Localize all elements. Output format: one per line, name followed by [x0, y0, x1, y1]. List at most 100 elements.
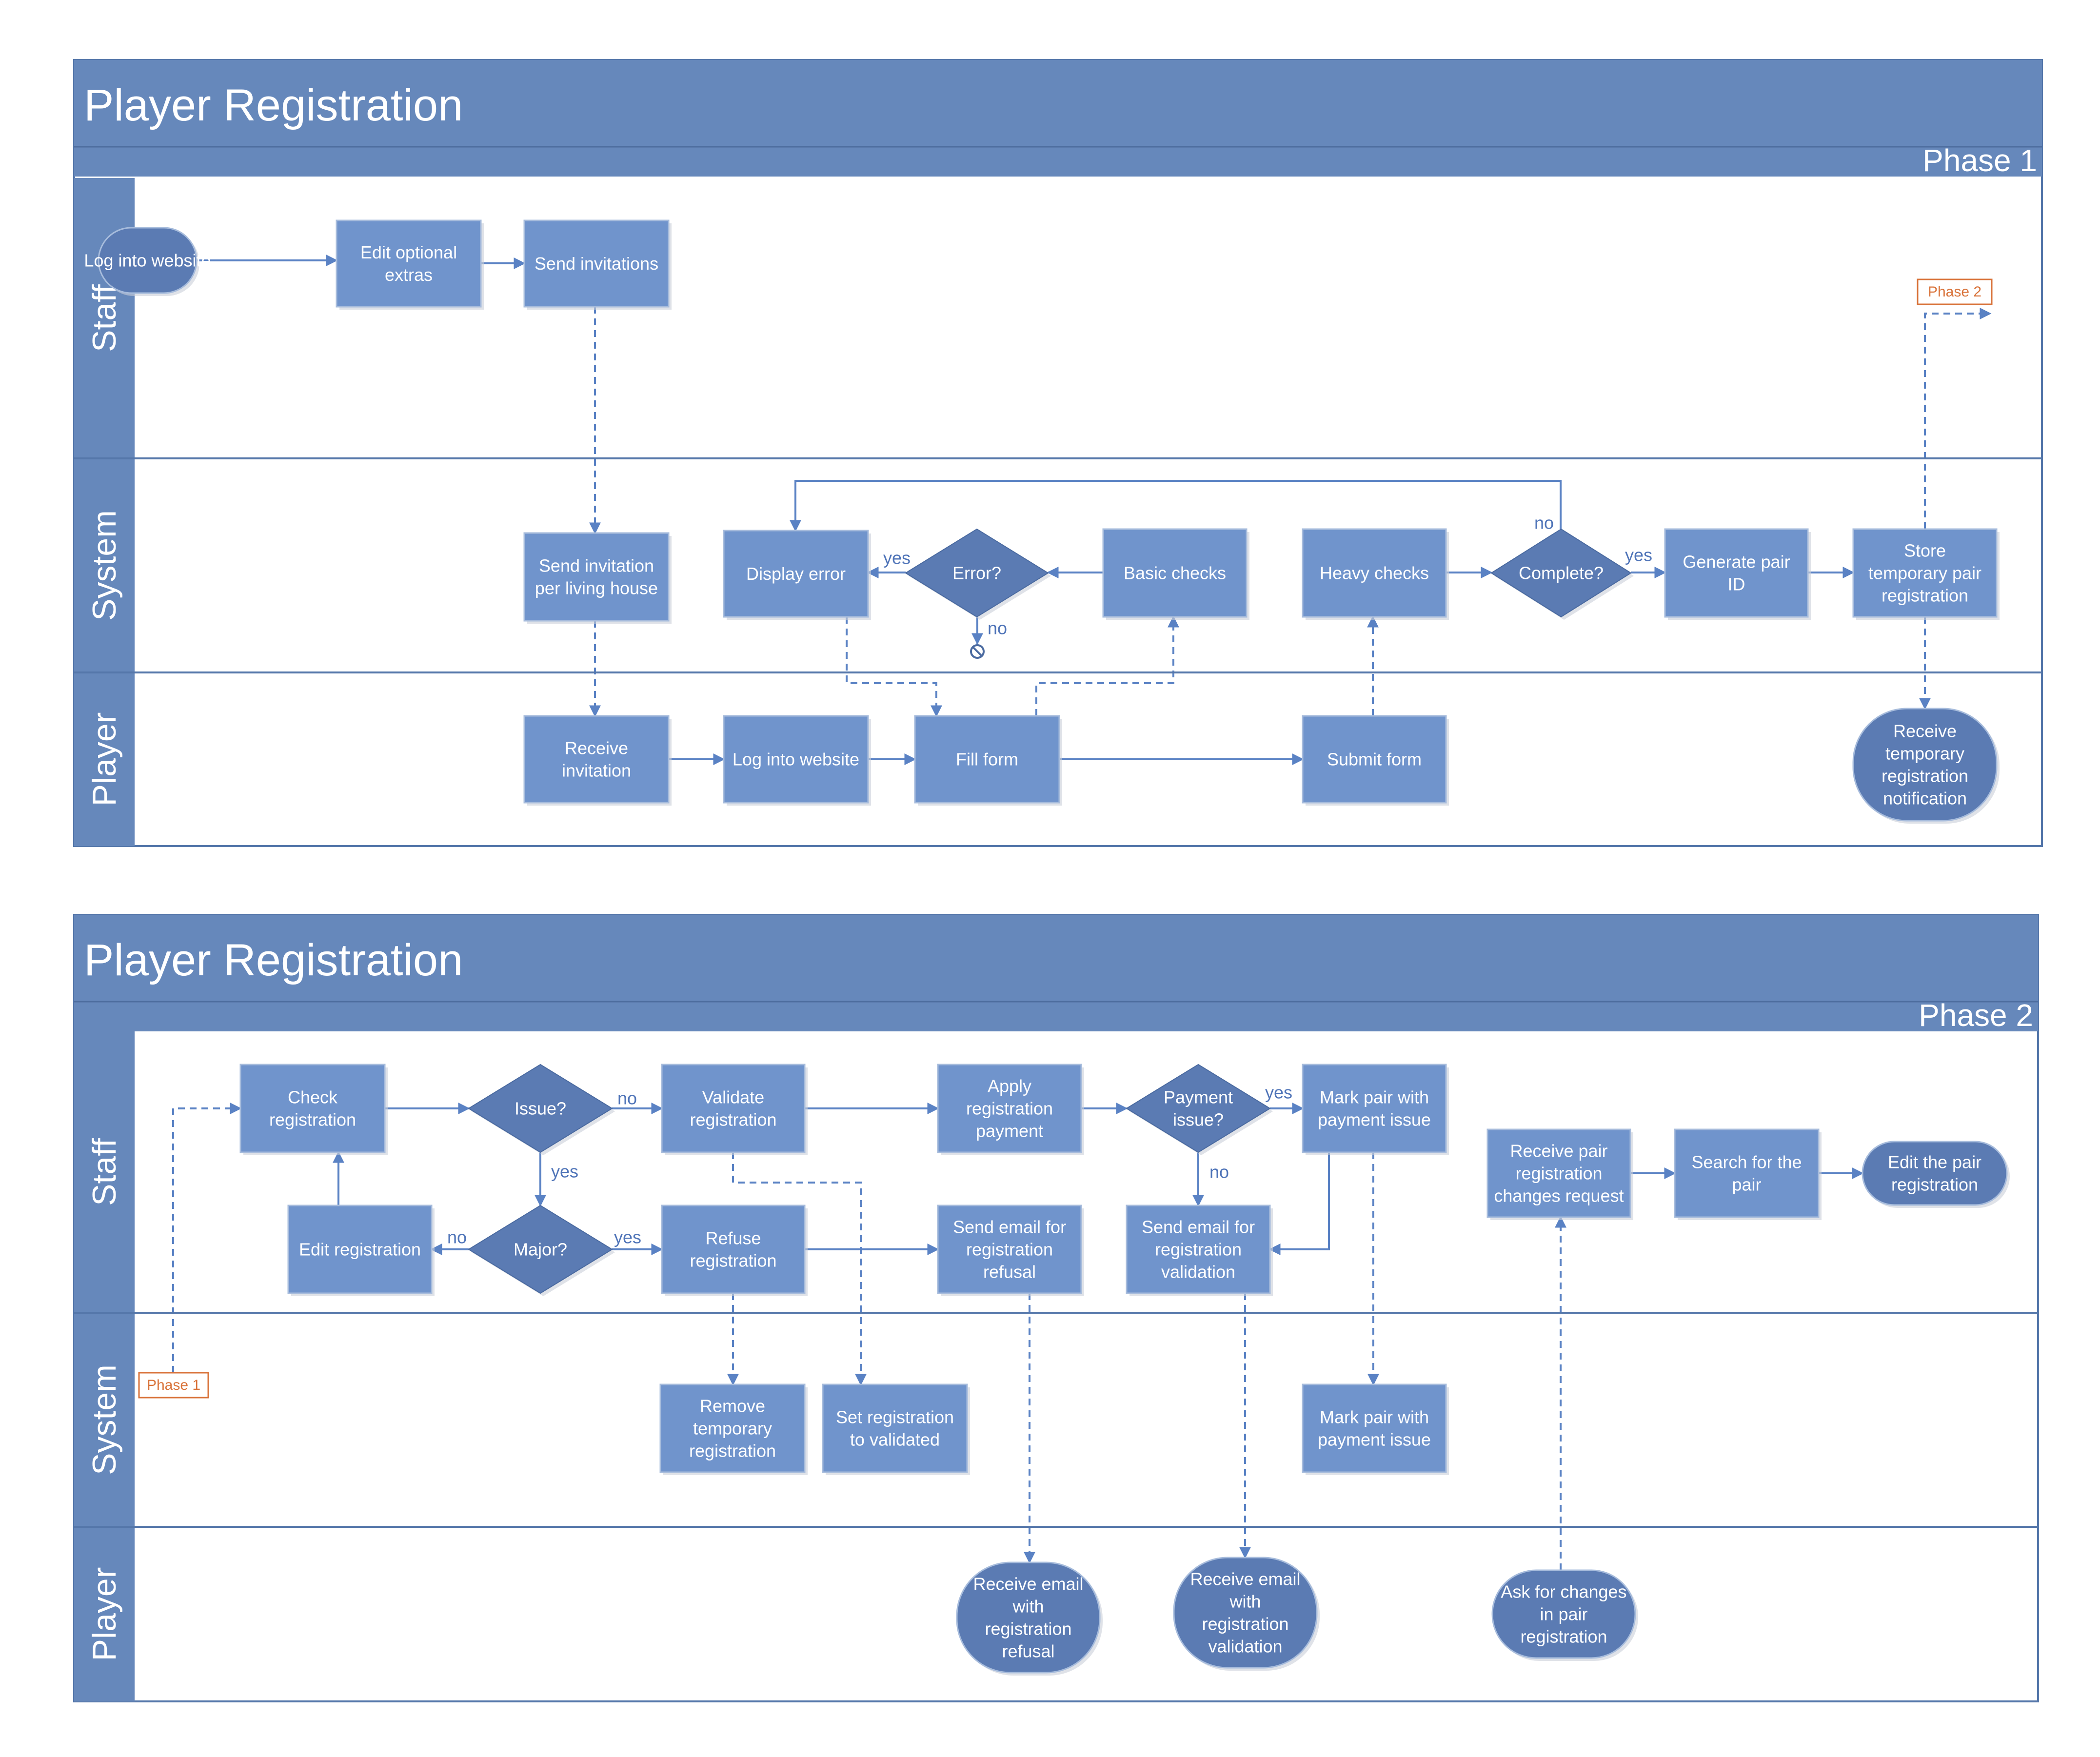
basic-checks-step: Basic checks [1102, 528, 1249, 620]
issue-decision: Issue? [468, 1064, 615, 1155]
node-label-line: payment issue [1318, 1110, 1431, 1130]
node-label-line: Store [1904, 540, 1946, 560]
lane-label-player: Player [86, 712, 123, 807]
node-label-line: refusal [1002, 1641, 1054, 1661]
node-label-line: registration [1202, 1614, 1288, 1634]
lane-header-staff [74, 1031, 135, 1313]
process-shape [1302, 1064, 1447, 1153]
terminator-shape [1173, 1557, 1318, 1669]
process-shape [523, 532, 670, 622]
log-into-website-terminator: Log into website [84, 227, 211, 296]
node-label-line: Issue? [515, 1099, 566, 1119]
node-label-line: registration [966, 1099, 1053, 1119]
terminator-shape [98, 227, 198, 294]
node-label-line: Basic checks [1124, 563, 1226, 583]
node-label-line: Ask for changes [1501, 1581, 1626, 1601]
process-shape [1674, 1128, 1820, 1218]
process-shape [523, 219, 670, 308]
edge-label-yes: yes [883, 548, 911, 568]
check-registration-step: Check registration [239, 1064, 388, 1155]
page-reference-box [138, 1372, 209, 1399]
node-label-line: Check [288, 1087, 338, 1107]
node-label-line: Receive pair [1510, 1141, 1607, 1161]
dashed-connector-19 [1924, 308, 1992, 529]
node-label-line: Receive email [973, 1574, 1083, 1594]
node-label-line: Receive [1893, 721, 1957, 741]
node-label-line: Generate pair [1683, 552, 1790, 572]
node-label-line: with [1012, 1596, 1044, 1616]
terminator-shape [956, 1561, 1101, 1674]
node-label-line: in pair [1540, 1604, 1587, 1624]
display-error-step: Display error [723, 530, 871, 620]
dashed-connector-20 [172, 1103, 242, 1373]
node-label-line: to validated [850, 1430, 940, 1450]
process-shape [1664, 528, 1809, 618]
dashed-connector-8 [846, 617, 942, 717]
process-shape [661, 1064, 806, 1153]
node-label-line: Apply [988, 1076, 1031, 1096]
edge-label-no: no [1534, 513, 1554, 533]
decision-shape [468, 1204, 613, 1294]
process-shape [336, 219, 482, 308]
node-label-line: ID [1728, 574, 1745, 594]
edge-label-no: no [447, 1227, 467, 1247]
edit-registration-step: Edit registration [287, 1204, 435, 1296]
node-label-line: registration [690, 1110, 776, 1130]
node-label-line: registration [1891, 1175, 1978, 1195]
decision-shape [1126, 1064, 1271, 1153]
node-label-line: Edit registration [299, 1240, 421, 1260]
node-label-line: registration [689, 1441, 776, 1461]
process-shape [914, 715, 1060, 804]
node-label-line: extras [385, 265, 433, 285]
node-label-line: registration [985, 1619, 1071, 1639]
node-label-line: notification [1883, 789, 1967, 809]
node-label-line: issue? [1173, 1110, 1224, 1130]
edge-label-no: no [988, 618, 1007, 638]
node-label-line: registration [1882, 766, 1968, 786]
node-label-line: Display error [746, 564, 846, 584]
lane-label-player: Player [86, 1567, 123, 1661]
terminator-shape [1852, 708, 1998, 822]
node-label-line: registration [269, 1110, 356, 1130]
node-label-line: changes request [1494, 1186, 1624, 1206]
node-label-line: Submit form [1327, 750, 1422, 770]
node-label-line: Search for the [1691, 1152, 1802, 1172]
node-label-line: pair [1732, 1175, 1761, 1195]
lane-label-staff: Staff [86, 1138, 123, 1206]
submit-form-step: Submit form [1302, 715, 1449, 806]
terminator-shape [1862, 1141, 2008, 1206]
title-bar [74, 60, 2042, 147]
node-label-line: Receive email [1190, 1569, 1300, 1589]
fill-form-step: Fill form [914, 715, 1062, 806]
node-label-line: Receive [565, 738, 628, 758]
node-label-line: Fill form [956, 750, 1018, 770]
connector-32 [1268, 1152, 1330, 1255]
edges-layer [172, 255, 1992, 1570]
complete-decision: Complete? [1490, 528, 1634, 620]
decision-shape [1490, 528, 1632, 618]
node-label-line: Set registration [836, 1407, 954, 1427]
edge-label-yes: yes [551, 1162, 578, 1182]
phase-label: Phase 2 [1919, 998, 2033, 1033]
node-label-line: Log into website [733, 750, 859, 770]
decision-shape [905, 528, 1049, 618]
process-shape [239, 1064, 386, 1153]
lane-header-system [74, 458, 135, 672]
phase-label: Phase 1 [1922, 143, 2037, 178]
stop-circle-icon [970, 644, 985, 659]
process-shape [659, 1383, 806, 1473]
edge-label-no: no [1209, 1162, 1229, 1182]
process-shape [723, 715, 869, 804]
